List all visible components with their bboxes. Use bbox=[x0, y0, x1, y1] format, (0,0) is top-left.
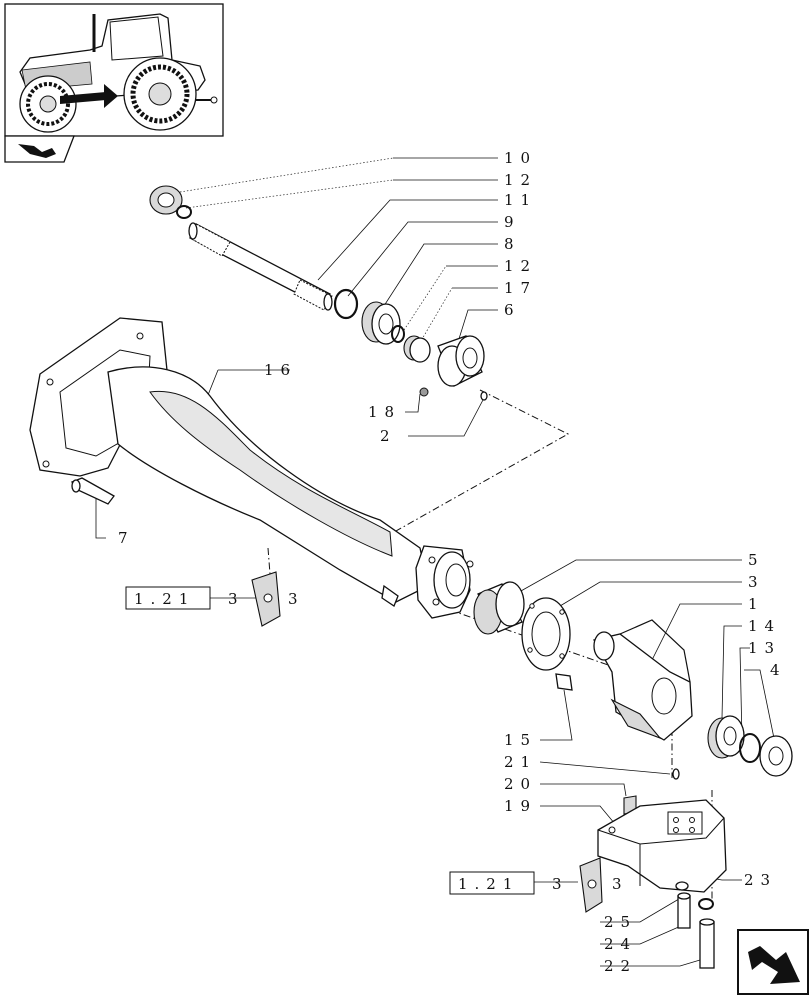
part-17-bearing[interactable] bbox=[403, 335, 431, 363]
callout-13[interactable]: 13 bbox=[748, 639, 781, 657]
reference-suffix-upper: 3 bbox=[228, 590, 245, 608]
next-page-arrow-icon[interactable] bbox=[737, 929, 809, 995]
part-16-axle-housing[interactable] bbox=[29, 317, 474, 619]
callout-6[interactable]: 6 bbox=[504, 301, 521, 319]
part-1-pivot-pin[interactable] bbox=[593, 619, 693, 741]
part-23-washer[interactable] bbox=[698, 898, 714, 910]
callout-18[interactable]: 18 bbox=[368, 403, 401, 421]
callout-11[interactable]: 11 bbox=[504, 191, 537, 209]
part-25-washer[interactable] bbox=[675, 881, 689, 891]
part-5-bushing[interactable] bbox=[473, 581, 525, 635]
reference-suffix-lower: 3 bbox=[552, 875, 569, 893]
callout-9[interactable]: 9 bbox=[504, 213, 521, 231]
part-22-bolt[interactable] bbox=[699, 918, 715, 969]
part-14-bearing[interactable] bbox=[707, 715, 745, 759]
callout-24[interactable]: 24 bbox=[604, 935, 637, 953]
reference-sub-lower: 3 bbox=[612, 875, 629, 893]
callout-12b[interactable]: 12 bbox=[504, 257, 537, 275]
part-2-pin[interactable] bbox=[480, 391, 488, 401]
part-19-support-bracket[interactable] bbox=[597, 799, 727, 893]
callout-19[interactable]: 19 bbox=[504, 797, 537, 815]
part-4-thrust-washer[interactable] bbox=[759, 735, 793, 777]
part-24-bolt[interactable] bbox=[677, 892, 691, 929]
part-8-bearing[interactable] bbox=[361, 301, 401, 345]
callout-21[interactable]: 21 bbox=[504, 753, 537, 771]
callout-25[interactable]: 25 bbox=[604, 913, 637, 931]
reference-box-lower: 1.21 bbox=[458, 875, 519, 893]
tractor-thumbnail-icon bbox=[4, 3, 224, 137]
part-7-bolt[interactable] bbox=[70, 477, 115, 505]
callout-22[interactable]: 22 bbox=[604, 957, 637, 975]
reference-box-upper: 1.21 bbox=[134, 590, 195, 608]
reference-link-lower[interactable]: 1.21 3 3 bbox=[449, 857, 629, 913]
part-18-pin[interactable] bbox=[419, 387, 429, 397]
callout-17[interactable]: 17 bbox=[504, 279, 537, 297]
part-12b-snap-ring[interactable] bbox=[391, 325, 405, 343]
part-15-bolt[interactable] bbox=[555, 673, 573, 691]
part-3-flange-gasket[interactable] bbox=[521, 597, 571, 671]
part-6-bushing[interactable] bbox=[437, 335, 485, 387]
callout-2[interactable]: 2 bbox=[380, 427, 397, 445]
callout-7[interactable]: 7 bbox=[118, 529, 135, 547]
callout-16[interactable]: 16 bbox=[264, 361, 297, 379]
callout-10[interactable]: 10 bbox=[504, 149, 537, 167]
reference-link-upper[interactable]: 1.21 3 3 bbox=[125, 571, 305, 627]
part-21-pin[interactable] bbox=[672, 768, 680, 780]
leader-lines bbox=[95, 157, 777, 967]
part-13-snap-ring[interactable] bbox=[739, 733, 761, 763]
reference-sub-upper: 3 bbox=[288, 590, 305, 608]
callout-5[interactable]: 5 bbox=[748, 551, 765, 569]
callout-8[interactable]: 8 bbox=[504, 235, 521, 253]
part-9-snap-ring[interactable] bbox=[333, 288, 359, 320]
part-10-thrust-washer[interactable] bbox=[149, 185, 183, 215]
callout-20[interactable]: 20 bbox=[504, 775, 537, 793]
part-11-shaft[interactable] bbox=[188, 222, 333, 311]
callout-12[interactable]: 12 bbox=[504, 171, 537, 189]
callout-23[interactable]: 23 bbox=[744, 871, 777, 889]
callout-4[interactable]: 4 bbox=[770, 661, 787, 679]
callout-15[interactable]: 15 bbox=[504, 731, 537, 749]
section-arrow-icon bbox=[4, 135, 75, 163]
callout-1[interactable]: 1 bbox=[748, 595, 765, 613]
callout-14[interactable]: 14 bbox=[748, 617, 781, 635]
callout-3[interactable]: 3 bbox=[748, 573, 765, 591]
callout-labels: 10 12 11 9 8 12 17 6 16 18 2 7 5 3 1 14 … bbox=[118, 149, 787, 975]
part-12-snap-ring[interactable] bbox=[176, 205, 192, 219]
